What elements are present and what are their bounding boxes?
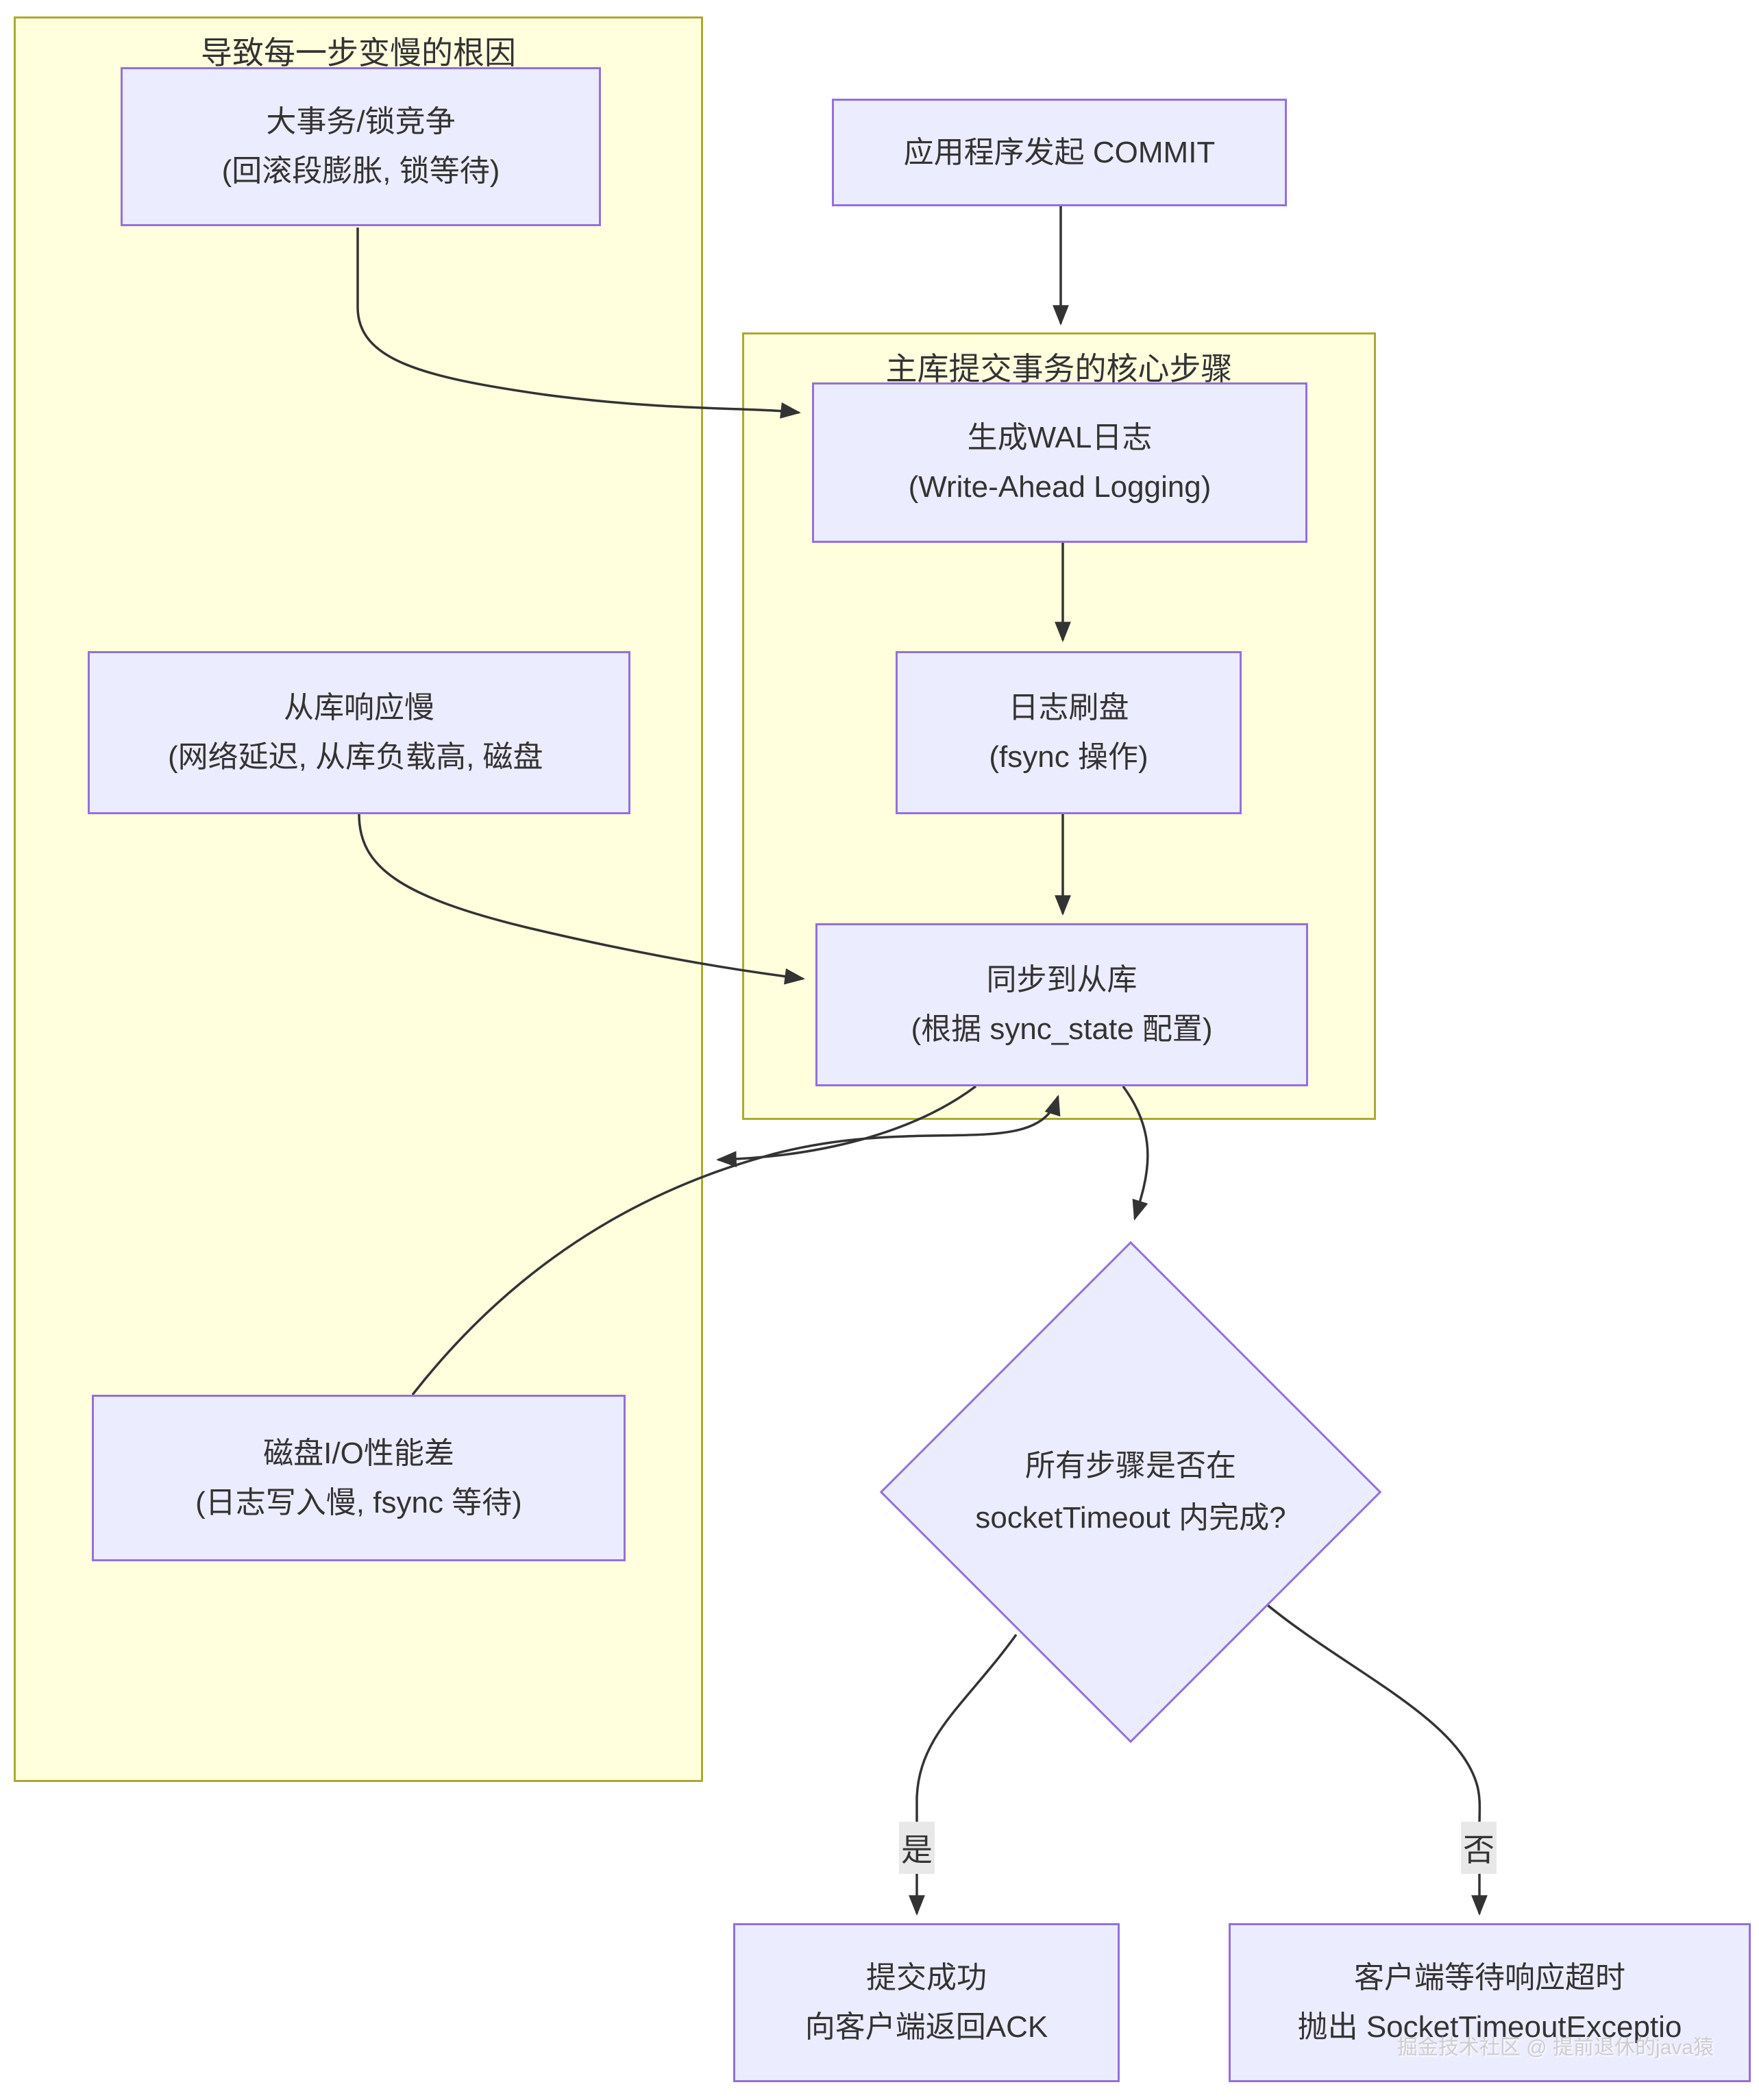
edge-label-yes: 是 (899, 1822, 935, 1874)
node-line: 磁盘I/O性能差 (263, 1436, 454, 1470)
node-line: 同步到从库 (986, 963, 1137, 997)
edge-label-no: 否 (1461, 1822, 1497, 1874)
node-disk-io: 磁盘I/O性能差 (日志写入慢, fsync 等待) (92, 1395, 626, 1561)
node-line: (日志写入慢, fsync 等待) (195, 1485, 522, 1519)
node-log-flush: 日志刷盘 (fsync 操作) (896, 651, 1242, 814)
edge-sync-to-root-causes (716, 1085, 977, 1168)
node-generate-wal: 生成WAL日志 (Write-Ahead Logging) (812, 382, 1307, 543)
node-line: (回滚段膨胀, 锁等待) (221, 154, 500, 188)
edge-slave-slow-to-sync (358, 814, 805, 985)
node-line: 大事务/锁竞争 (266, 105, 456, 138)
group-core-steps-title: 主库提交事务的核心步骤 (885, 351, 1233, 387)
node-line: 日志刷盘 (1008, 691, 1129, 724)
node-line: 从库响应慢 (284, 691, 434, 724)
edge-sync-to-decision (1122, 1085, 1149, 1221)
node-line: 所有步骤是否在 (1025, 1449, 1236, 1482)
node-app-commit: 应用程序发起 COMMIT (832, 99, 1287, 206)
node-line: socketTimeout 内完成? (975, 1501, 1286, 1535)
node-line-clipped: (网络延迟, 从库负载高, 磁盘 (168, 740, 543, 774)
edge-big-txn-to-wal (356, 228, 801, 419)
watermark-text: 掘金技术社区 @ 提前退休的java猿 (1397, 2036, 1714, 2059)
node-line: (fsync 操作) (989, 740, 1148, 774)
node-line: 生成WAL日志 (967, 421, 1153, 454)
node-commit-success: 提交成功 向客户端返回ACK (733, 1923, 1120, 2082)
edge-decision-yes-to-success (909, 1633, 1018, 1916)
node-client-timeout: 客户端等待响应超时 抛出 SocketTimeoutExceptio (1229, 1923, 1751, 2082)
node-big-transaction: 大事务/锁竞争 (回滚段膨胀, 锁等待) (121, 67, 601, 226)
node-slave-slow: 从库响应慢 (网络延迟, 从库负载高, 磁盘 (88, 651, 630, 814)
node-sync-replica: 同步到从库 (根据 sync_state 配置) (815, 923, 1308, 1086)
node-line: (Write-Ahead Logging) (908, 470, 1211, 504)
group-root-causes-title: 导致每一步变慢的根因 (201, 35, 516, 71)
node-line: (根据 sync_state 配置) (911, 1012, 1213, 1046)
node-line: 应用程序发起 COMMIT (903, 135, 1216, 169)
node-line: 向客户端返回ACK (804, 2010, 1048, 2044)
node-line: 抛出 SocketTimeoutExceptio (1297, 2010, 1682, 2044)
node-line: 客户端等待响应超时 (1354, 1961, 1625, 1994)
edge-decision-no-to-timeout (1254, 1594, 1488, 1916)
decision-label: 所有步骤是否在 socketTimeout 内完成? (955, 1317, 1306, 1668)
node-line: 提交成功 (866, 1961, 987, 1994)
